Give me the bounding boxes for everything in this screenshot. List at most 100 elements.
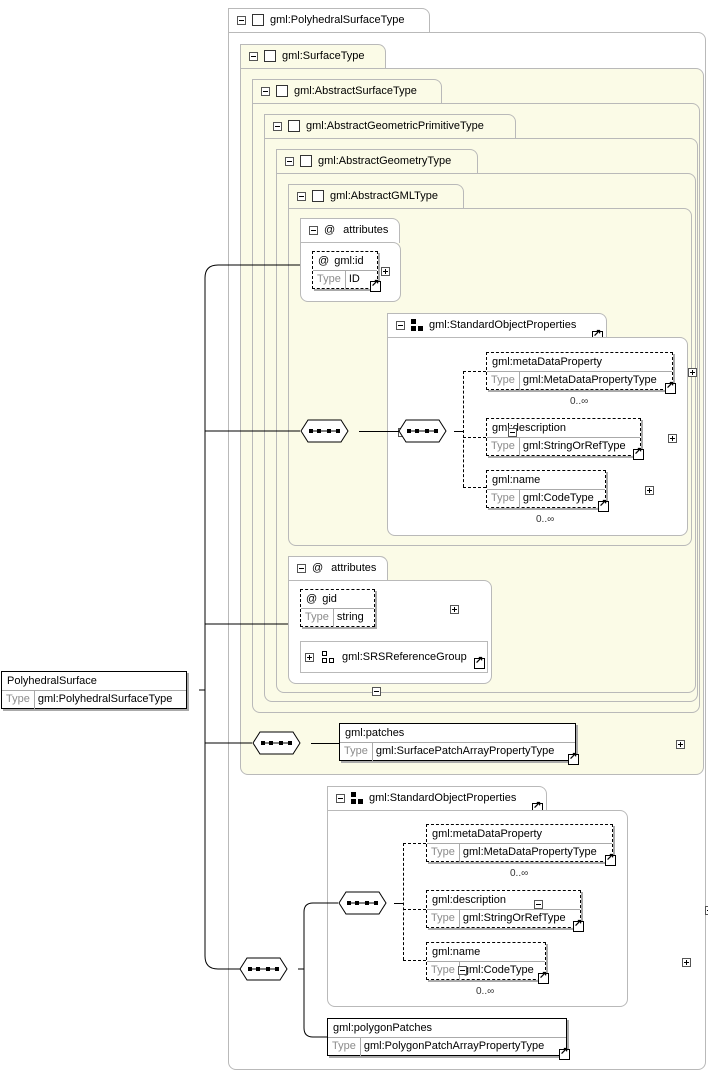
connector xyxy=(403,960,426,961)
expand-icon[interactable] xyxy=(688,368,698,377)
go-to-definition-icon[interactable] xyxy=(598,498,609,512)
tab-attributes: @ attributes xyxy=(300,218,400,243)
connector xyxy=(403,843,404,960)
type-label: Type xyxy=(427,962,460,980)
element-name-label: gml:name xyxy=(492,474,541,486)
sequence-group-icon xyxy=(411,319,423,331)
collapse-icon[interactable] xyxy=(533,900,543,909)
go-to-definition-icon[interactable] xyxy=(633,446,644,460)
panel-abstract-surface-type xyxy=(252,103,700,713)
expand-icon[interactable] xyxy=(675,740,685,749)
sequence-compositor[interactable] xyxy=(252,731,302,755)
collapse-icon[interactable] xyxy=(336,794,345,803)
type-label: Type xyxy=(301,609,334,627)
complex-type-icon xyxy=(312,190,324,202)
attribute-icon: @ xyxy=(312,562,324,574)
expand-icon[interactable] xyxy=(450,605,460,614)
sequence-compositor[interactable] xyxy=(239,957,289,981)
tab-abstract-surface-type: gml:AbstractSurfaceType xyxy=(252,79,442,104)
type-label: Type xyxy=(340,743,373,761)
go-to-definition-icon[interactable] xyxy=(474,655,485,669)
attribute-group-name: gml:SRSReferenceGroup xyxy=(342,651,467,663)
complex-type-icon xyxy=(288,120,300,132)
collapse-icon[interactable] xyxy=(273,122,282,131)
collapse-icon[interactable] xyxy=(297,564,306,573)
expand-icon[interactable] xyxy=(381,267,390,276)
expand-icon[interactable] xyxy=(668,434,678,443)
type-label: Type xyxy=(427,910,460,928)
type-title: gml:PolyhedralSurfaceType xyxy=(270,14,405,26)
expand-icon[interactable] xyxy=(704,906,708,915)
cardinality: 0..∞ xyxy=(536,514,555,525)
type-value: gml:CodeType xyxy=(462,964,534,976)
cardinality: 0..∞ xyxy=(476,986,495,997)
type-label: Type xyxy=(487,490,520,508)
expand-icon[interactable] xyxy=(645,486,655,495)
attribute-icon: @ xyxy=(306,593,318,605)
tab-abstract-geometry-type: gml:AbstractGeometryType xyxy=(276,149,478,174)
sequence-compositor[interactable] xyxy=(398,419,448,443)
collapse-icon[interactable] xyxy=(249,52,258,61)
tab-abstract-geometric-primitive-type: gml:AbstractGeometricPrimitiveType xyxy=(264,114,516,139)
cardinality: 0..∞ xyxy=(570,396,589,407)
connector xyxy=(463,437,486,438)
go-to-definition-icon[interactable] xyxy=(665,380,676,394)
collapse-icon[interactable] xyxy=(297,192,306,201)
type-title: gml:AbstractGMLType xyxy=(330,190,438,202)
collapse-icon[interactable] xyxy=(508,428,518,437)
type-value: gml:MetaDataPropertyType xyxy=(462,846,597,858)
go-to-definition-icon[interactable] xyxy=(538,970,549,984)
go-to-definition-icon[interactable] xyxy=(559,1046,570,1060)
sequence-compositor[interactable] xyxy=(300,419,350,443)
type-label: Type xyxy=(2,691,35,709)
connector xyxy=(359,431,399,432)
connector xyxy=(403,909,426,910)
go-to-definition-icon[interactable] xyxy=(370,278,381,292)
collapse-icon[interactable] xyxy=(457,966,467,975)
go-to-definition-icon[interactable] xyxy=(605,852,616,866)
go-to-definition-icon[interactable] xyxy=(573,918,584,932)
collapse-icon[interactable] xyxy=(396,321,405,330)
element-name: gml:patches xyxy=(345,727,405,739)
attributes-label: attributes xyxy=(331,562,377,574)
tab-polyhedral-surface-type: gml:PolyhedralSurfaceType xyxy=(228,8,430,33)
expand-icon[interactable] xyxy=(681,958,691,967)
type-value: gml:StringOrRefType xyxy=(462,912,566,924)
expand-icon[interactable] xyxy=(305,652,314,662)
collapse-icon[interactable] xyxy=(309,226,318,235)
collapse-icon[interactable] xyxy=(261,87,270,96)
element-name: gml:polygonPatches xyxy=(333,1022,433,1034)
connector xyxy=(463,371,486,372)
collapse-icon[interactable] xyxy=(237,16,246,25)
type-value: gml:StringOrRefType xyxy=(522,440,626,452)
sequence-compositor[interactable] xyxy=(338,891,388,915)
tab-surface-type: gml:SurfaceType xyxy=(240,44,386,69)
attributes-label: attributes xyxy=(343,224,389,236)
connector xyxy=(311,743,340,744)
connector xyxy=(454,431,463,432)
type-value: ID xyxy=(348,273,360,285)
go-to-definition-icon[interactable] xyxy=(568,751,579,765)
complex-type-icon xyxy=(276,85,288,97)
connector xyxy=(463,487,486,488)
attribute-group-srs[interactable]: gml:SRSReferenceGroup xyxy=(300,641,488,673)
collapse-icon[interactable] xyxy=(285,157,294,166)
attribute-name: gml:id xyxy=(334,255,364,267)
type-value: gml:SurfacePatchArrayPropertyType xyxy=(375,745,555,757)
element-name: gml:metaDataProperty xyxy=(492,356,603,368)
collapse-icon[interactable] xyxy=(371,687,381,696)
complex-type-icon xyxy=(264,50,276,62)
type-label: Type xyxy=(487,438,520,456)
panel-abstract-geometry-type xyxy=(276,173,696,693)
